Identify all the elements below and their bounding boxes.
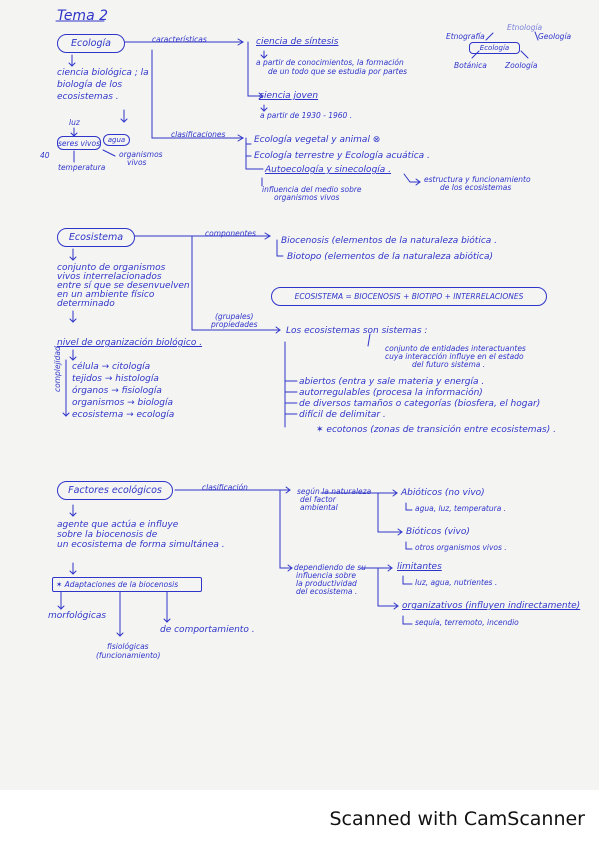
organizativos-desc: sequía, terremoto, incendio [415, 618, 519, 627]
factores-def-line-2: sobre la biocenosis de [57, 530, 158, 540]
ecologia-box: Ecología [57, 34, 125, 53]
abioticos: Abióticos (no vivo) [401, 488, 485, 498]
joven-desc: a partir de 1930 - 1960 . [260, 111, 353, 120]
clasificaciones-label: clasificaciones [171, 130, 226, 139]
ecosistema-def-line-1: conjunto de organismos [57, 263, 166, 273]
ecosistema-def-line-2: vivos interrelacionados [57, 272, 162, 282]
bioticos-desc: otros organismos vivos . [415, 543, 507, 552]
clasificacion-item-1: Ecología vegetal y animal ⊗ [254, 135, 381, 145]
estructura-line-1: estructura y funcionamiento [424, 175, 531, 184]
limitantes: limitantes [397, 562, 442, 572]
influencia-line-4b: del ecosistema . [296, 587, 358, 596]
complejidad-label: complejidad [53, 346, 62, 392]
influencia-line-1: influencia del medio sobre [262, 185, 362, 194]
sistemas-desc-line-3: del futuro sistema . [412, 360, 486, 369]
ecosistema-def-line-4: en un ambiente físico [57, 290, 155, 300]
nivel-item-3: órganos → fisiología [72, 386, 162, 396]
biotopo: Biotopo (elementos de la naturaleza abió… [287, 252, 494, 262]
ecologia-definition-line-2: biología de los [57, 80, 123, 90]
adaptacion-fisiologicas: fisiológicas [107, 642, 149, 651]
factores-box: Factores ecológicos [57, 481, 173, 500]
agua-box: agua [103, 134, 130, 146]
influencia-line-2: organismos vivos [274, 193, 340, 202]
web-zoologia: Zoología [505, 61, 538, 70]
adaptacion-funcionamiento: (funcionamiento) [96, 651, 161, 660]
sistemas: Los ecosistemas son sistemas : [286, 326, 428, 336]
influencia-line-3b: la productividad [296, 579, 357, 588]
adaptacion-morfologicas: morfológicas [48, 611, 107, 621]
nivel-item-2: tejidos → histología [72, 374, 159, 384]
bioticos: Bióticos (vivo) [406, 527, 470, 537]
sintesis-desc-line-1: a partir de conocimientos, la formación [256, 58, 404, 67]
camscanner-watermark: Scanned with CamScanner [329, 808, 585, 830]
propiedades-label-2: propiedades [211, 320, 258, 329]
factor-luz: luz [69, 118, 80, 127]
componentes-label: componentes [205, 229, 256, 238]
biocenosis: Biocenosis (elementos de la naturaleza b… [281, 236, 498, 246]
propiedades-label-1: (grupales) [215, 312, 254, 321]
web-etnologia: Etnología [507, 23, 543, 32]
adaptacion-comportamiento: de comportamiento . [160, 625, 255, 635]
clasificacion-item-3: Autoecología y sinecología . [265, 165, 392, 175]
sistemas-desc-line-1: conjunto de entidades interactuantes [385, 344, 526, 353]
sintesis-desc-line-2: de un todo que se estudia por partes [268, 67, 408, 76]
estructura-line-2: de los ecosistemas [440, 183, 512, 192]
ciencia-sintesis: ciencia de síntesis [256, 37, 339, 47]
factores-def-line-3: un ecosistema de forma simultánea . [57, 540, 225, 550]
factores-def-line-1: agente que actúa e influye [57, 520, 179, 530]
propiedad-item-4: difícil de delimitar . [299, 410, 386, 420]
page-title: Tema 2 [57, 8, 109, 24]
ciencia-joven: ciencia joven [259, 91, 319, 101]
ecotonos: ✶ ecotonos (zonas de transición entre ec… [316, 425, 556, 435]
abioticos-desc: agua, luz, temperatura . [415, 504, 507, 513]
clasificacion-label: clasificación [202, 483, 248, 492]
propiedad-item-1: abiertos (entra y sale materia y energía… [299, 377, 485, 387]
caracteristicas-label: características [152, 35, 207, 44]
nivel-item-4: organismos → biología [72, 398, 174, 408]
sistemas-desc-line-2: cuya interacción influye en el estado [385, 352, 524, 361]
propiedad-item-2: autorregulables (procesa la información) [299, 388, 483, 398]
nivel-item-5: ecosistema → ecología [72, 410, 175, 420]
ecosistema-def-line-3: entre sí que se desenvuelven [57, 281, 190, 291]
nivel-item-1: célula → citología [72, 362, 151, 372]
naturaleza-line-1: según la naturaleza [297, 487, 372, 496]
naturaleza-line-2: del factor [300, 495, 336, 504]
web-center-box: Ecología [469, 42, 520, 54]
seres-vivos-box: seres vivos [57, 136, 101, 150]
ecologia-definition-line-1: ciencia biológica ; la [57, 68, 149, 78]
connector-lines [55, 20, 539, 637]
factor-vivos: vivos [127, 158, 147, 167]
notes-sheet: Tema 2 Ecología ciencia biológica ; la b… [0, 0, 599, 790]
influencia-line-2b: influencia sobre [296, 571, 356, 580]
clasificacion-item-2: Ecología terrestre y Ecología acuática . [254, 151, 430, 161]
organizativos: organizativos (influyen indirectamente) [402, 601, 581, 611]
influencia-line-1b: dependiendo de su [294, 563, 366, 572]
naturaleza-line-3: ambiental [300, 503, 338, 512]
nivel-organizacion: nivel de organización biológico . [57, 338, 203, 348]
ecosistema-def-line-5: determinado [57, 299, 115, 309]
number-40: 40 [40, 151, 50, 160]
factor-temperatura: temperatura [58, 163, 106, 172]
factor-organismos: organismos [119, 150, 163, 159]
web-geologia: Geología [538, 32, 572, 41]
ecologia-definition-line-3: ecosistemas . [57, 92, 119, 102]
limitantes-desc: luz, agua, nutrientes . [415, 578, 498, 587]
propiedad-item-3: de diversos tamaños o categorías (biosfe… [299, 399, 541, 409]
ecosistema-box: Ecosistema [57, 228, 135, 247]
ecosistema-formula-box: ECOSISTEMA = BIOCENOSIS + BIOTIPO + INTE… [271, 287, 547, 306]
web-botanica: Botánica [454, 61, 487, 70]
scan-footer [0, 790, 599, 848]
web-etnografia: Etnografía [446, 32, 485, 41]
adaptaciones-box: ✶ Adaptaciones de la biocenosis [52, 577, 202, 592]
